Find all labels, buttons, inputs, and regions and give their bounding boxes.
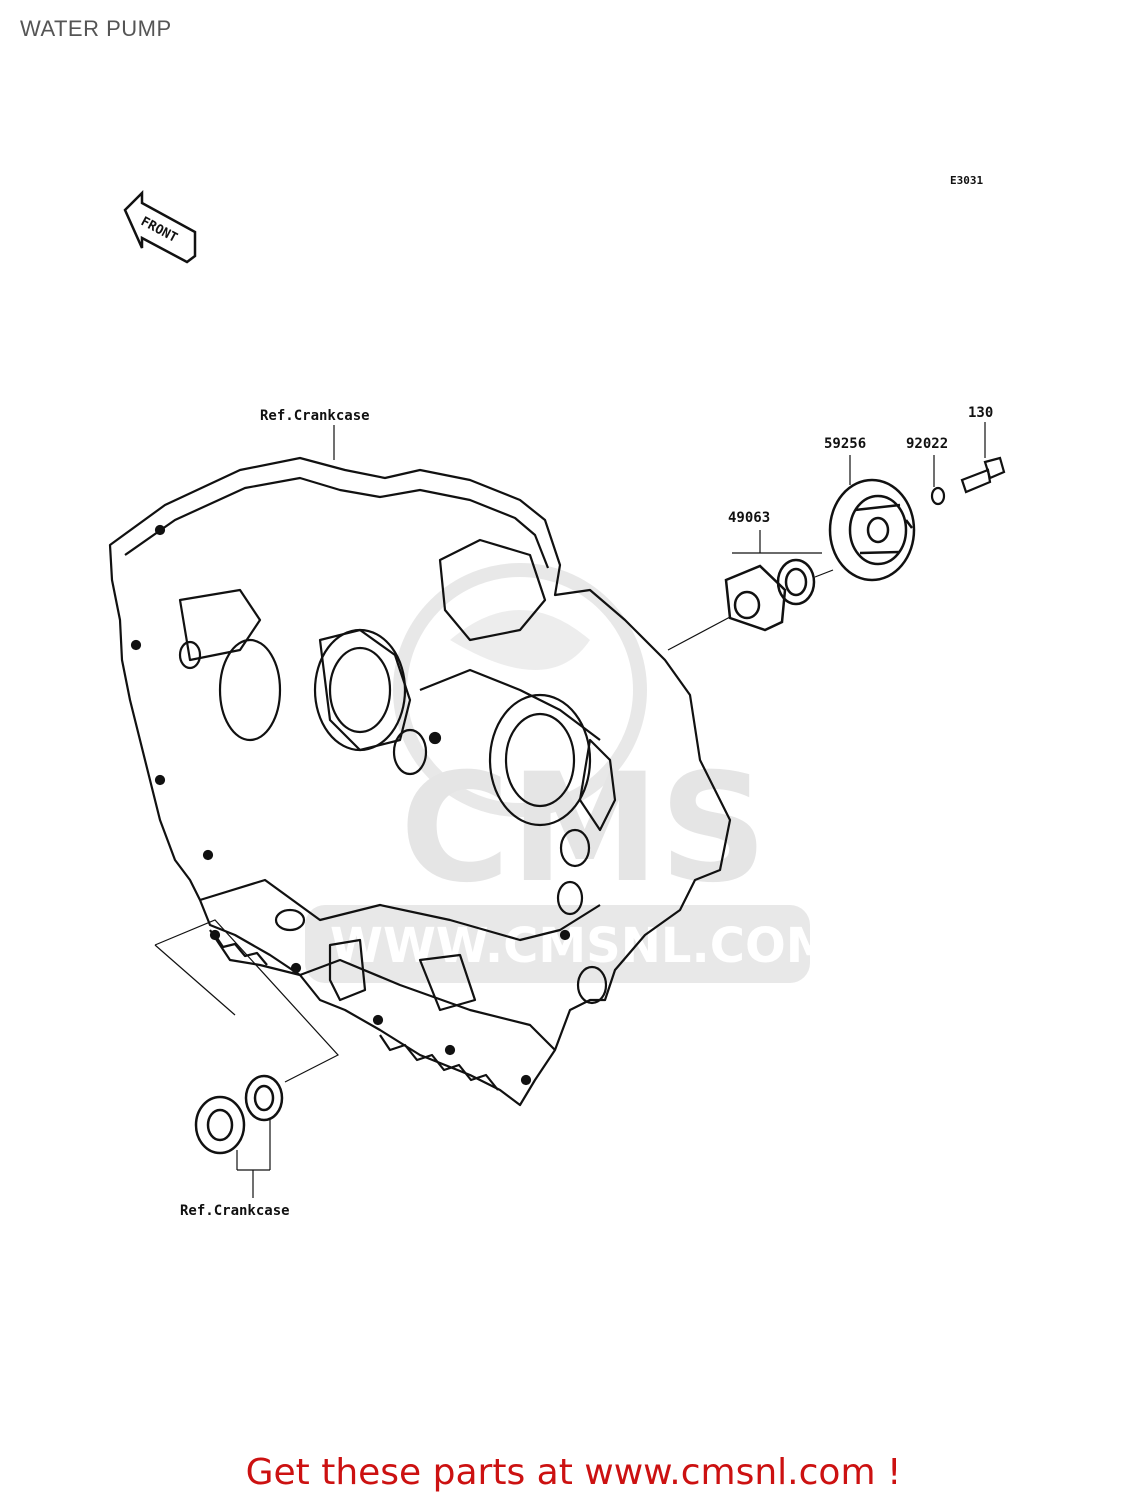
callout-49063: 49063 [728,510,770,526]
callout-59256: 59256 [824,436,866,452]
oil-seal-49063 [724,558,816,632]
washer-92022 [930,486,946,506]
watermark: CMS WWW.CMSNL.COM [305,563,834,983]
callout-ref-crankcase-top: Ref.Crankcase [260,408,370,424]
bearings-lower [194,1074,284,1155]
callout-92022: 92022 [906,436,948,452]
promo-link[interactable]: Get these parts at www.cmsnl.com ! [245,1452,902,1493]
callout-130: 130 [968,405,993,421]
callout-ref-crankcase-bottom: Ref.Crankcase [180,1203,290,1219]
page-title: WATER PUMP [20,16,172,41]
watermark-url: WWW.CMSNL.COM [330,918,834,974]
leader-lines [154,422,986,1198]
bolt-130 [960,456,1006,494]
watermark-brand: CMS [400,742,767,916]
crankcase-drawing [108,456,732,1107]
impeller-59256 [828,478,916,582]
diagram-code: E3031 [950,174,983,187]
front-arrow-icon: FRONT [123,189,197,264]
